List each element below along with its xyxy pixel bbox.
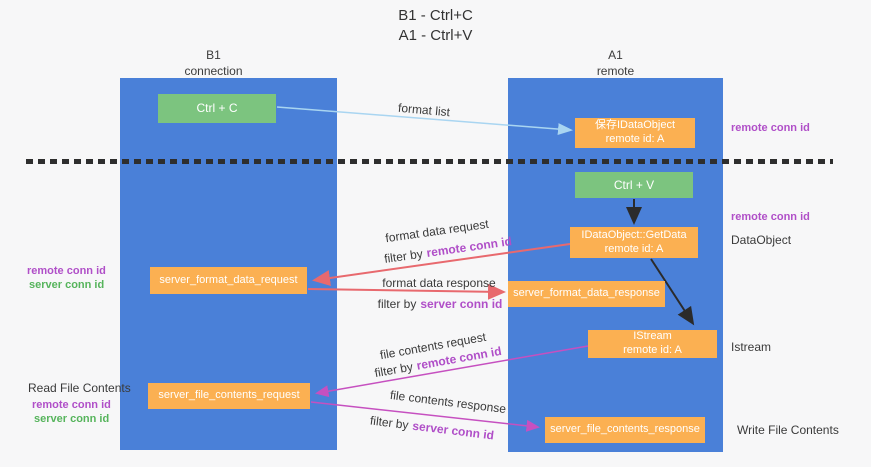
server-conn-id-text: server conn id <box>420 297 503 311</box>
save-idataobject-line2: remote id: A <box>605 133 665 145</box>
lane-a1-subtitle: remote <box>596 63 635 78</box>
title-line-2: A1 - Ctrl+V <box>398 27 473 45</box>
server-format-data-response-label: server_format_data_response <box>513 287 660 300</box>
lane-header-a1: A1 remote <box>508 48 723 79</box>
lane-a1-title: A1 <box>608 48 623 62</box>
ctrl-v-label: Ctrl + V <box>613 177 655 192</box>
read-file-contents-label: Read File Contents <box>28 381 131 395</box>
server-file-contents-request-label: server_file_contents_request <box>158 389 300 402</box>
ctrl-c-label: Ctrl + C <box>196 101 238 115</box>
server-conn-id-text: server conn id <box>411 418 495 443</box>
istream-line2: remote id: A <box>623 344 682 356</box>
filter-by-text: filter by <box>377 297 417 311</box>
filter-by-text: filter by <box>369 413 410 433</box>
idataobject-getdata-node: IDataObject::GetData remote id: A <box>570 227 698 258</box>
dataobject-label: DataObject <box>731 233 792 247</box>
ctrl-v-node: Ctrl + V <box>575 172 693 198</box>
server-file-contents-response-node: server_file_contents_response <box>545 417 705 443</box>
left-server-conn-id-label-2: server conn id <box>34 413 110 425</box>
lane-b1-title: B1 <box>206 48 221 62</box>
server-file-contents-request-node: server_file_contents_request <box>148 383 310 409</box>
format-list-label: format list <box>397 100 451 120</box>
istream-node: IStream remote id: A <box>588 330 717 358</box>
lane-header-b1: B1 connection <box>105 48 322 79</box>
getdata-line2: remote id: A <box>604 242 664 255</box>
getdata-line1: IDataObject::GetData <box>581 228 687 241</box>
right-remote-conn-id-label-1: remote conn id <box>731 122 810 134</box>
remote-conn-id-text: remote conn id <box>425 234 513 260</box>
write-file-contents-label: Write File Contents <box>737 423 839 437</box>
server-format-data-request-label: server_format_data_request <box>159 273 298 286</box>
dashed-divider <box>26 159 833 164</box>
server-file-contents-response-label: server_file_contents_response <box>550 423 700 436</box>
filter-by-text: filter by <box>383 246 424 266</box>
left-remote-conn-id-label-2: remote conn id <box>32 399 111 411</box>
lane-b1-subtitle: connection <box>184 63 243 78</box>
left-remote-conn-id-label-1: remote conn id <box>27 265 106 277</box>
title-line-1: B1 - Ctrl+C <box>398 7 473 24</box>
server-format-data-response-node: server_format_data_response <box>508 281 665 307</box>
istream-line1: IStream <box>633 330 672 343</box>
istream-side-label: Istream <box>731 340 772 354</box>
left-server-conn-id-label-1: server conn id <box>29 279 105 291</box>
save-idataobject-node: 保存IDataObject remote id: A <box>575 118 695 148</box>
ctrl-c-node: Ctrl + C <box>158 94 276 123</box>
format-data-response-label: format data response <box>382 276 496 290</box>
save-idataobject-line1: 保存IDataObject <box>594 119 676 132</box>
filter-by-text: filter by <box>373 359 414 381</box>
server-format-data-request-node: server_format_data_request <box>150 267 307 294</box>
right-remote-conn-id-label-2: remote conn id <box>731 211 810 223</box>
diagram-title: B1 - Ctrl+C A1 - Ctrl+V <box>0 6 871 47</box>
file-contents-response-label: file contents response <box>389 387 507 417</box>
